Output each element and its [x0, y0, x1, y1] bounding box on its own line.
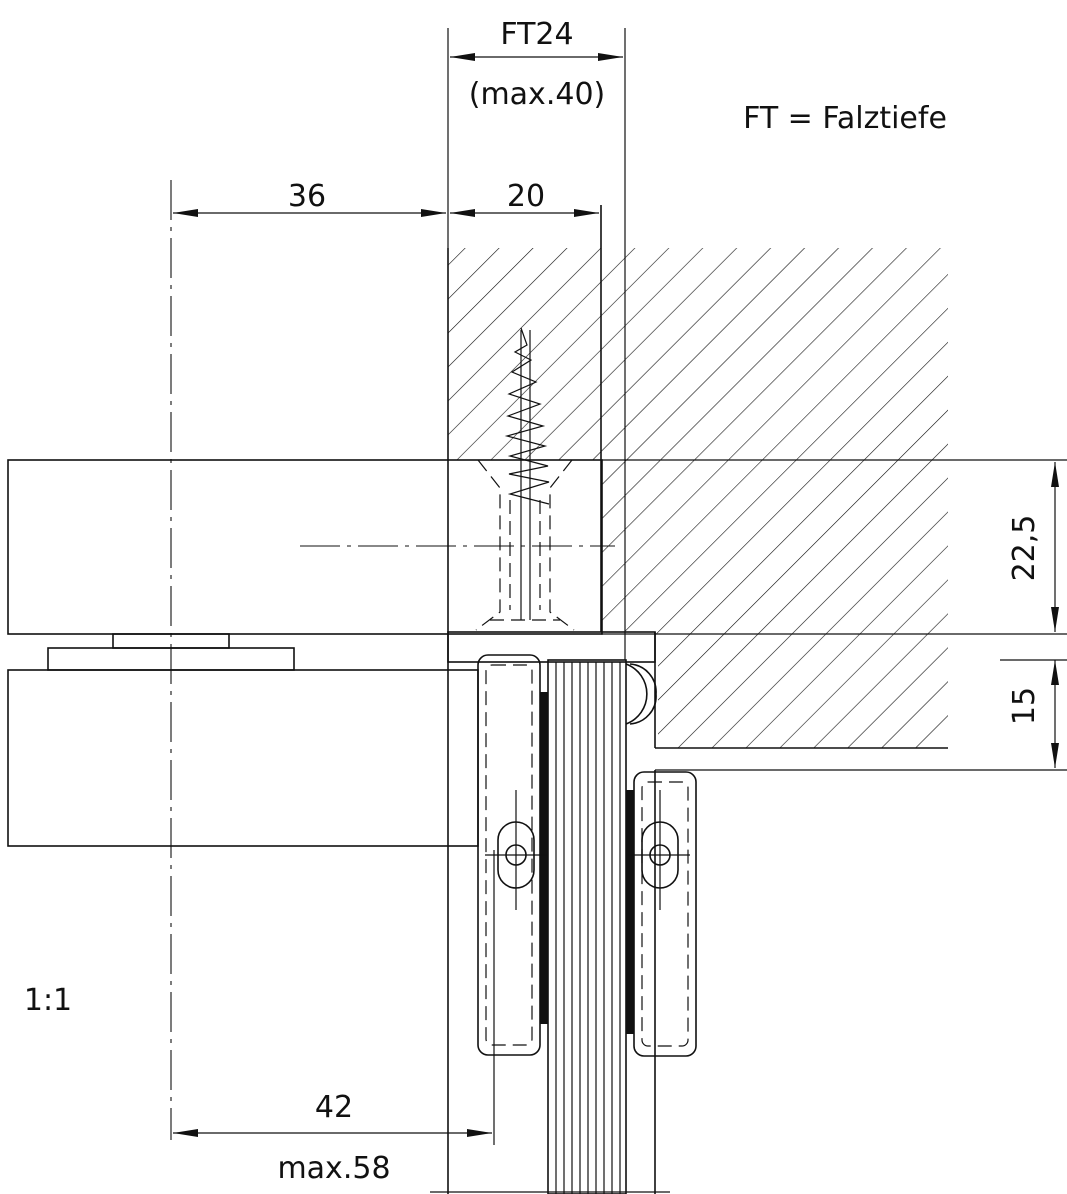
- gaskets: [540, 692, 634, 1034]
- dim-22-5: 22,5: [1007, 515, 1042, 582]
- left-clamp-plate: [477, 654, 547, 1056]
- seal-bead: [625, 663, 648, 725]
- drawing-scale: 1:1: [24, 983, 72, 1018]
- dimension-lines: [173, 53, 1067, 1137]
- lower-hinge-body: [7, 669, 479, 847]
- right-clamp-plate: [628, 771, 697, 1057]
- dim-max-58: max.58: [277, 1151, 390, 1186]
- dim-20: 20: [507, 179, 545, 214]
- upper-hinge-body: [7, 459, 1067, 663]
- wood-screw: [475, 327, 575, 631]
- legend-ft-definition: FT = Falztiefe: [743, 101, 947, 136]
- extension-lines: [430, 28, 1067, 1193]
- dim-ft-max: (max.40): [469, 77, 605, 112]
- dim-36: 36: [288, 179, 326, 214]
- dim-42: 42: [315, 1090, 353, 1125]
- dim-15: 15: [1007, 687, 1042, 725]
- dim-ft: FT24: [500, 17, 573, 52]
- frame-hatched-section: [447, 28, 948, 1194]
- glass-pane: [547, 659, 656, 1194]
